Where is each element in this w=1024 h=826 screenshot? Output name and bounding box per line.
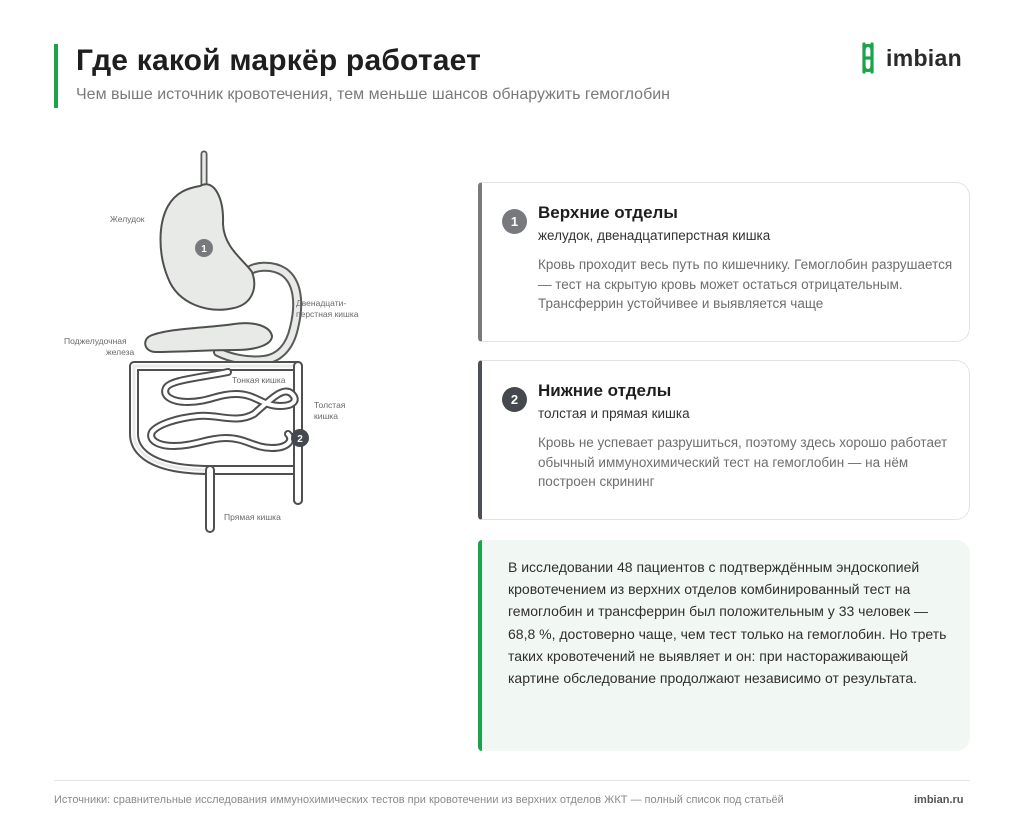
footer-site-link[interactable]: imbian.ru [914, 794, 964, 806]
page-title: Где какой маркёр работает [76, 44, 481, 77]
label-colon-line1: Толстая [314, 400, 346, 410]
card-subtitle: толстая и прямая кишка [538, 406, 690, 421]
title-accent-bar [54, 44, 58, 108]
footer-sources: Источники: сравнительные исследования им… [54, 794, 784, 806]
card-upper-sections: 1 Верхние отделы желудок, двенадцатиперс… [478, 182, 970, 342]
label-stomach: Желудок [110, 214, 145, 224]
label-small-intestine: Тонкая кишка [232, 375, 286, 385]
card-subtitle: желудок, двенадцатиперстная кишка [538, 228, 771, 243]
card-number-badge: 2 [502, 387, 527, 412]
imbian-logo: imbian [858, 40, 962, 76]
label-duodenum-line2: перстная кишка [296, 309, 359, 319]
label-pancreas-line1: Поджелудочная [64, 336, 127, 346]
label-pancreas-line2: железа [106, 347, 135, 357]
card-body: Кровь не успевает разрушиться, поэтому з… [538, 435, 948, 489]
card-lower-sections: 2 Нижние отделы толстая и прямая кишка К… [478, 360, 970, 520]
colon-shape [129, 361, 303, 505]
study-note: В исследовании 48 пациентов с подтверждё… [478, 540, 970, 751]
label-duodenum-line1: Двенадцати- [296, 298, 346, 308]
card-title: Верхние отделы [538, 203, 678, 222]
card-number-badge: 1 [502, 209, 527, 234]
svg-text:2: 2 [297, 434, 303, 445]
label-rectum: Прямая кишка [224, 512, 281, 522]
svg-text:1: 1 [201, 244, 207, 255]
imbian-logo-icon [862, 42, 874, 74]
card-body: Кровь проходит весь путь по кишечнику. Г… [538, 257, 953, 311]
diagram-badge-2: 2 [291, 429, 309, 447]
pancreas-shape [144, 322, 274, 354]
logo-wordmark: imbian [886, 44, 962, 71]
footer-divider [54, 780, 970, 781]
diagram-badge-1: 1 [195, 239, 213, 257]
digestive-tract-diagram: 1 2 Желудок Двенадцати- перстная кишка П… [64, 150, 359, 533]
card-title: Нижние отделы [538, 381, 672, 400]
page-subtitle: Чем выше источник кровотечения, тем мень… [76, 86, 671, 103]
label-colon-line2: кишка [314, 411, 338, 421]
study-note-text: В исследовании 48 пациентов с подтверждё… [508, 559, 947, 687]
